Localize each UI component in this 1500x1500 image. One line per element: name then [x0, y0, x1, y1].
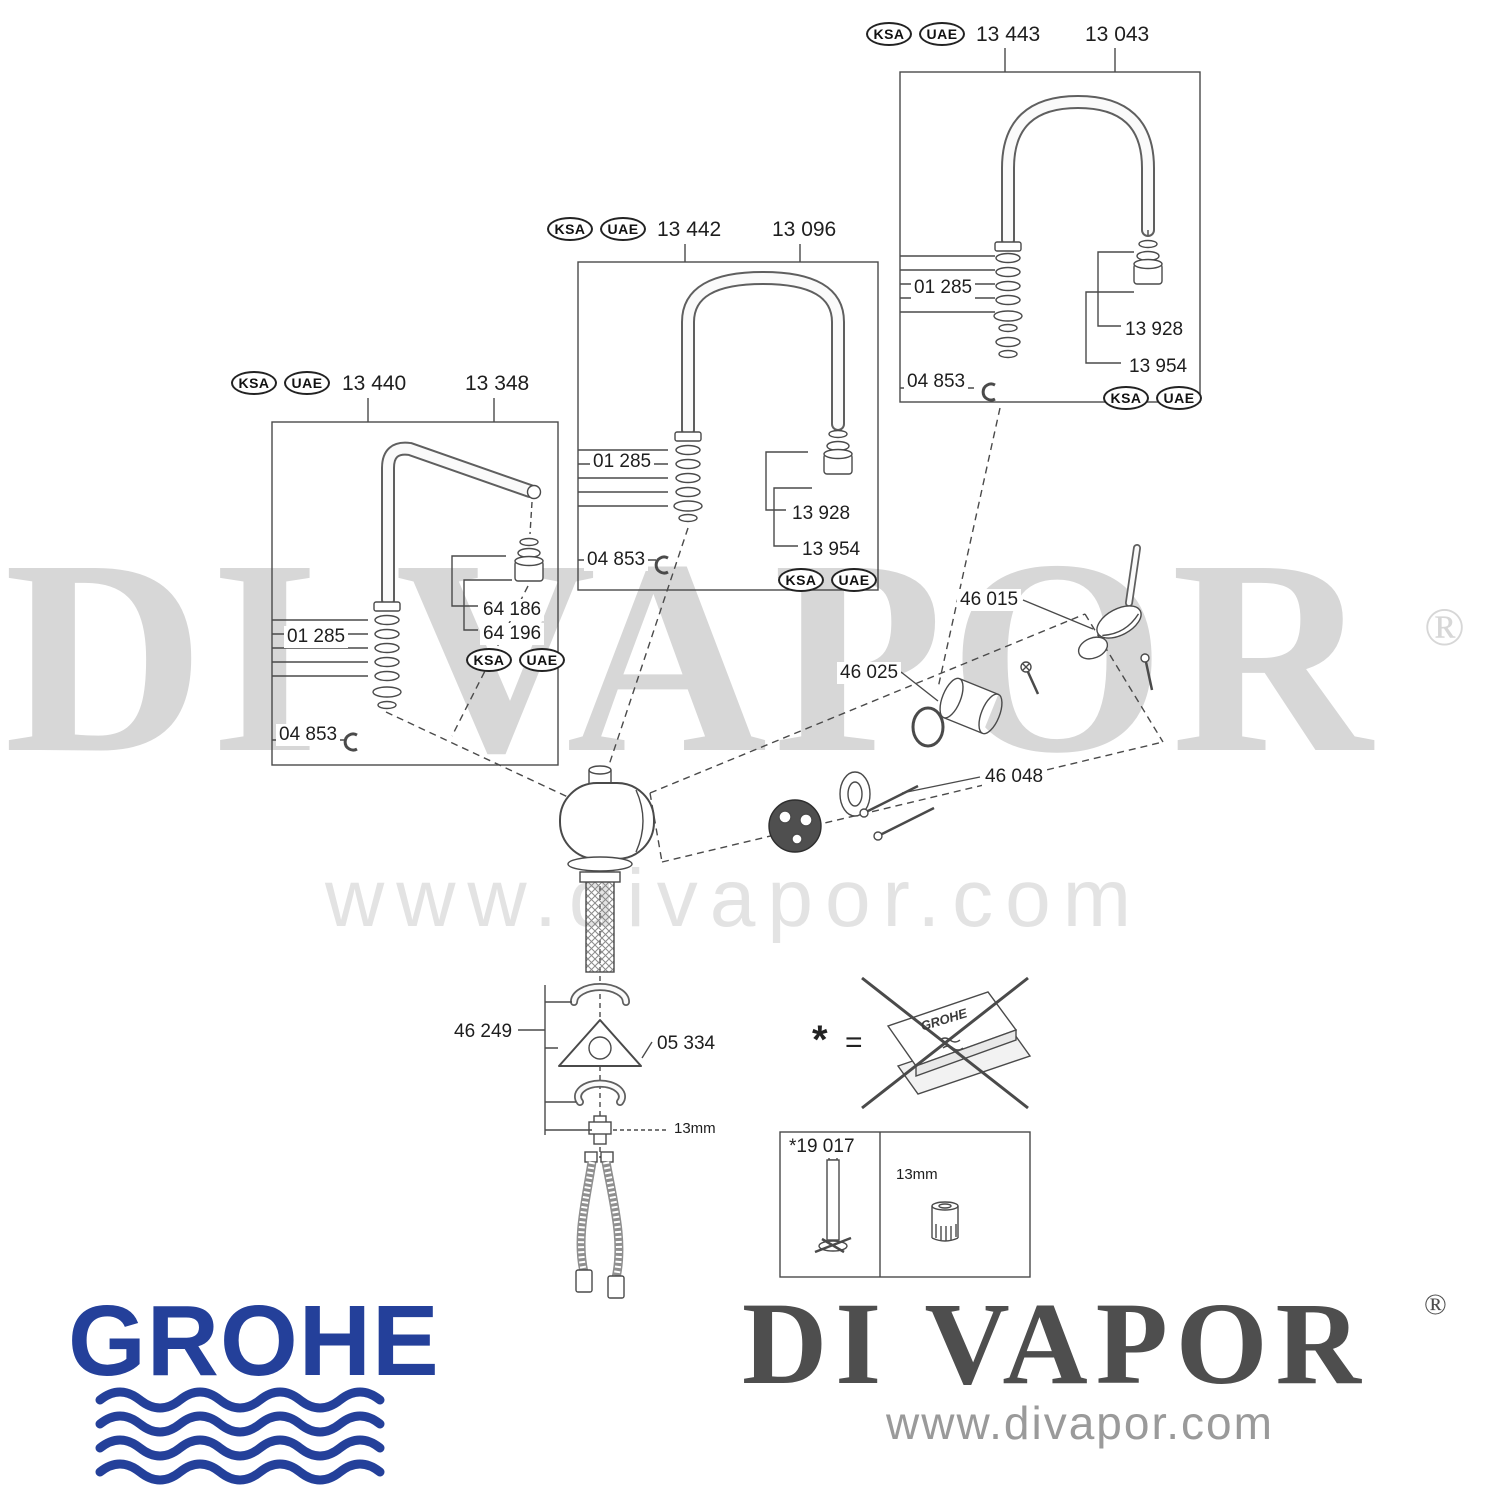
tool-box-drawing [779, 1131, 1031, 1278]
middle-header-ksa-badge: KSA [547, 217, 593, 241]
right-lower-uae-badge: UAE [1156, 386, 1202, 410]
left-header-ksa-badge: KSA [231, 371, 277, 395]
right-lower-ksa-badge: KSA [1103, 386, 1149, 410]
middle-lower-uae-badge: UAE [831, 568, 877, 592]
no-branding-note-drawing [861, 976, 1032, 1110]
divapor-logo-wordmark: DI VAPOR [742, 1278, 1369, 1409]
middle-mousseur-alt-label: 13 954 [799, 539, 864, 561]
left-lower-ksa-badge: KSA [466, 648, 512, 672]
middle-part-number: 13 442 [654, 218, 725, 243]
middle-oring-label: 01 285 [590, 451, 655, 473]
fixing-set-label: 46 249 [451, 1021, 516, 1043]
tool-part-label: *19 017 [786, 1136, 858, 1158]
wedge-part-label: 05 334 [654, 1033, 719, 1055]
right-clip-label: 04 853 [904, 371, 969, 393]
middle-lower-ksa-badge: KSA [778, 568, 824, 592]
left-header-uae-badge: UAE [284, 371, 330, 395]
watermark-url: www.divapor.com [325, 853, 1144, 944]
right-spout-assembly-drawing [899, 48, 1201, 689]
left-alt-part-number: 13 348 [462, 372, 533, 397]
divapor-url: www.divapor.com [886, 1397, 1274, 1449]
tap-body-and-fixing-drawing [518, 765, 666, 1299]
middle-mousseur-label: 13 928 [789, 503, 854, 525]
middle-clip-label: 04 853 [584, 549, 649, 571]
right-mousseur-alt-label: 13 954 [1126, 356, 1191, 378]
right-header-ksa-badge: KSA [866, 22, 912, 46]
right-oring-label: 01 285 [911, 277, 976, 299]
right-part-number: 13 443 [973, 23, 1044, 48]
right-alt-part-number: 13 043 [1082, 23, 1153, 48]
left-part-number: 13 440 [339, 372, 410, 397]
left-mousseur-alt-label: 64 196 [480, 623, 545, 645]
cap-part-label: 46 048 [982, 766, 1047, 788]
middle-header-uae-badge: UAE [600, 217, 646, 241]
equals-note: = [845, 1026, 863, 1059]
grohe-logo-waves [95, 1387, 385, 1485]
left-clip-label: 04 853 [276, 724, 341, 746]
divapor-registered-icon: ® [1424, 1288, 1447, 1321]
left-mousseur-label: 64 186 [480, 599, 545, 621]
right-mousseur-label: 13 928 [1122, 319, 1187, 341]
middle-alt-part-number: 13 096 [769, 218, 840, 243]
socket-size-label: 13mm [893, 1166, 941, 1184]
cartridge-lever-explosion-drawing [649, 544, 1164, 863]
sleeve-part-label: 46 025 [837, 662, 902, 684]
asterisk-note: * [812, 1018, 828, 1062]
lever-part-label: 46 015 [957, 589, 1022, 611]
right-header-uae-badge: UAE [919, 22, 965, 46]
nut-size-label: 13mm [671, 1120, 719, 1138]
grohe-logo-wordmark: GROHE [68, 1285, 440, 1397]
left-oring-label: 01 285 [284, 626, 349, 648]
watermark-registered-icon: ® [1424, 597, 1466, 657]
left-lower-uae-badge: UAE [519, 648, 565, 672]
middle-spout-assembly-drawing [577, 244, 879, 769]
